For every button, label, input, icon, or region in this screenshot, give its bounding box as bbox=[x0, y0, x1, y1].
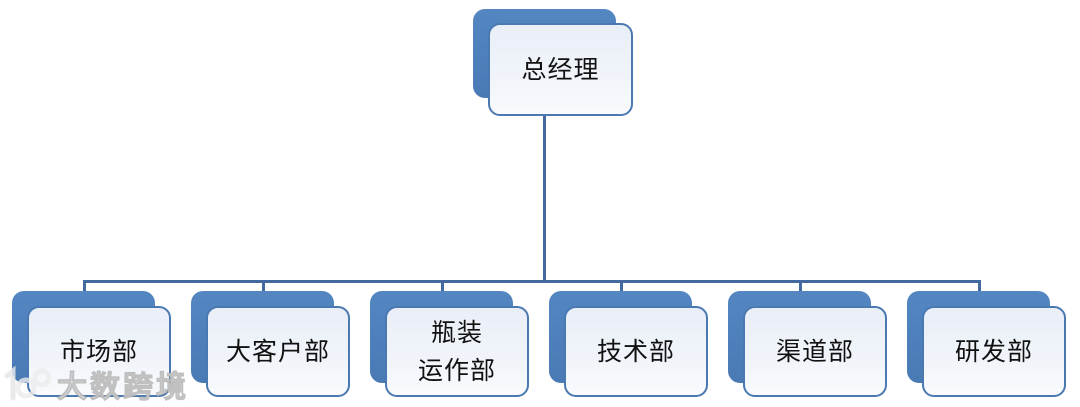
node-label-root: 总经理 bbox=[521, 54, 600, 84]
org-node-key-accounts: 大客户部 bbox=[206, 306, 350, 397]
node-label: 瓶装 运作部 bbox=[417, 318, 496, 385]
org-node-root: 总经理 bbox=[488, 23, 633, 116]
connector-horizontal-bus bbox=[83, 280, 981, 283]
node-label: 渠道部 bbox=[775, 336, 854, 366]
node-label: 大客户部 bbox=[225, 336, 330, 366]
org-node-rnd: 研发部 bbox=[922, 306, 1066, 397]
connector-root-drop bbox=[543, 115, 546, 282]
connector-stub bbox=[262, 280, 265, 292]
connector-stub bbox=[799, 280, 802, 292]
connector-stub bbox=[441, 280, 444, 292]
org-node-marketing: 市场部 bbox=[27, 306, 171, 397]
node-label: 技术部 bbox=[596, 336, 675, 366]
org-node-technology: 技术部 bbox=[564, 306, 708, 397]
org-node-channel: 渠道部 bbox=[743, 306, 887, 397]
connector-stub bbox=[978, 280, 981, 292]
node-label: 市场部 bbox=[59, 336, 138, 366]
org-node-bottling-operations: 瓶装 运作部 bbox=[385, 306, 529, 397]
connector-stub bbox=[83, 280, 86, 292]
node-label: 研发部 bbox=[954, 336, 1033, 366]
connector-stub bbox=[620, 280, 623, 292]
